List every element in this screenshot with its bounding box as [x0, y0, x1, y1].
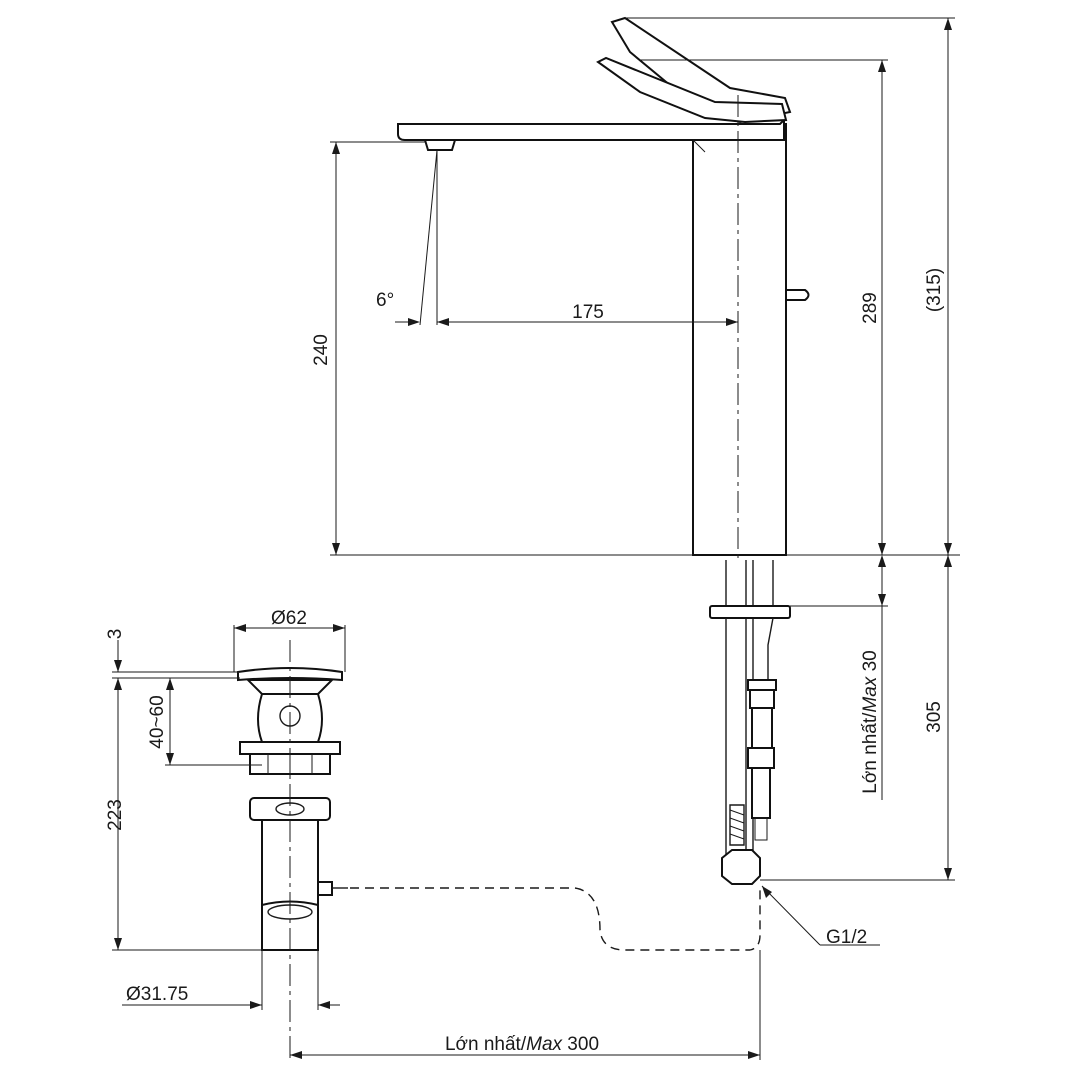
dim-175-label: 175: [572, 302, 604, 323]
dim-flange-thickness: 3: [105, 629, 240, 679]
dim-thread: G1/2: [761, 885, 880, 948]
dim-3-label: 3: [105, 629, 126, 640]
dim-flange-diameter: Ø62: [233, 608, 346, 672]
dim-223-label: 223: [105, 799, 126, 831]
dim-spout-height: 240: [311, 141, 693, 556]
dim-315-label: (315): [924, 268, 945, 312]
dim-max-distance: Lớn nhất/Max 300: [290, 950, 761, 1060]
dim-305-label: 305: [924, 701, 945, 733]
dim-max300-label: Lớn nhất/Max 300: [445, 1034, 599, 1055]
dim-overall-height: (315): [625, 17, 955, 555]
shank-assembly: [709, 560, 791, 885]
dim-angle-label: 6°: [376, 290, 394, 311]
dim-spout-reach: 175: [437, 302, 738, 326]
dim-g12-label: G1/2: [826, 927, 867, 948]
dim-faucet-height: 289: [640, 59, 960, 556]
dim-body-range: 40~60: [147, 678, 262, 766]
dim-62-label: Ø62: [271, 608, 307, 629]
lever-handle: [596, 16, 792, 124]
dim-max30-label: Lớn nhất/Max 30: [860, 650, 881, 793]
dim-waste-length: 223: [105, 678, 262, 951]
pop-up-waste: [237, 667, 348, 951]
dim-tail-diameter: Ø31.75: [122, 950, 340, 1010]
pop-up-rod: [350, 885, 761, 951]
dim-289-label: 289: [860, 292, 881, 324]
dim-4060-label: 40~60: [147, 695, 168, 748]
dim-hose-length: 305: [760, 555, 955, 881]
dim-3175-label: Ø31.75: [126, 984, 188, 1005]
dim-spray-angle: 6°: [376, 149, 438, 326]
dim-240-label: 240: [311, 334, 332, 366]
faucet-body: [397, 117, 810, 556]
dim-max-deck: Lớn nhất/Max 30: [790, 555, 888, 800]
